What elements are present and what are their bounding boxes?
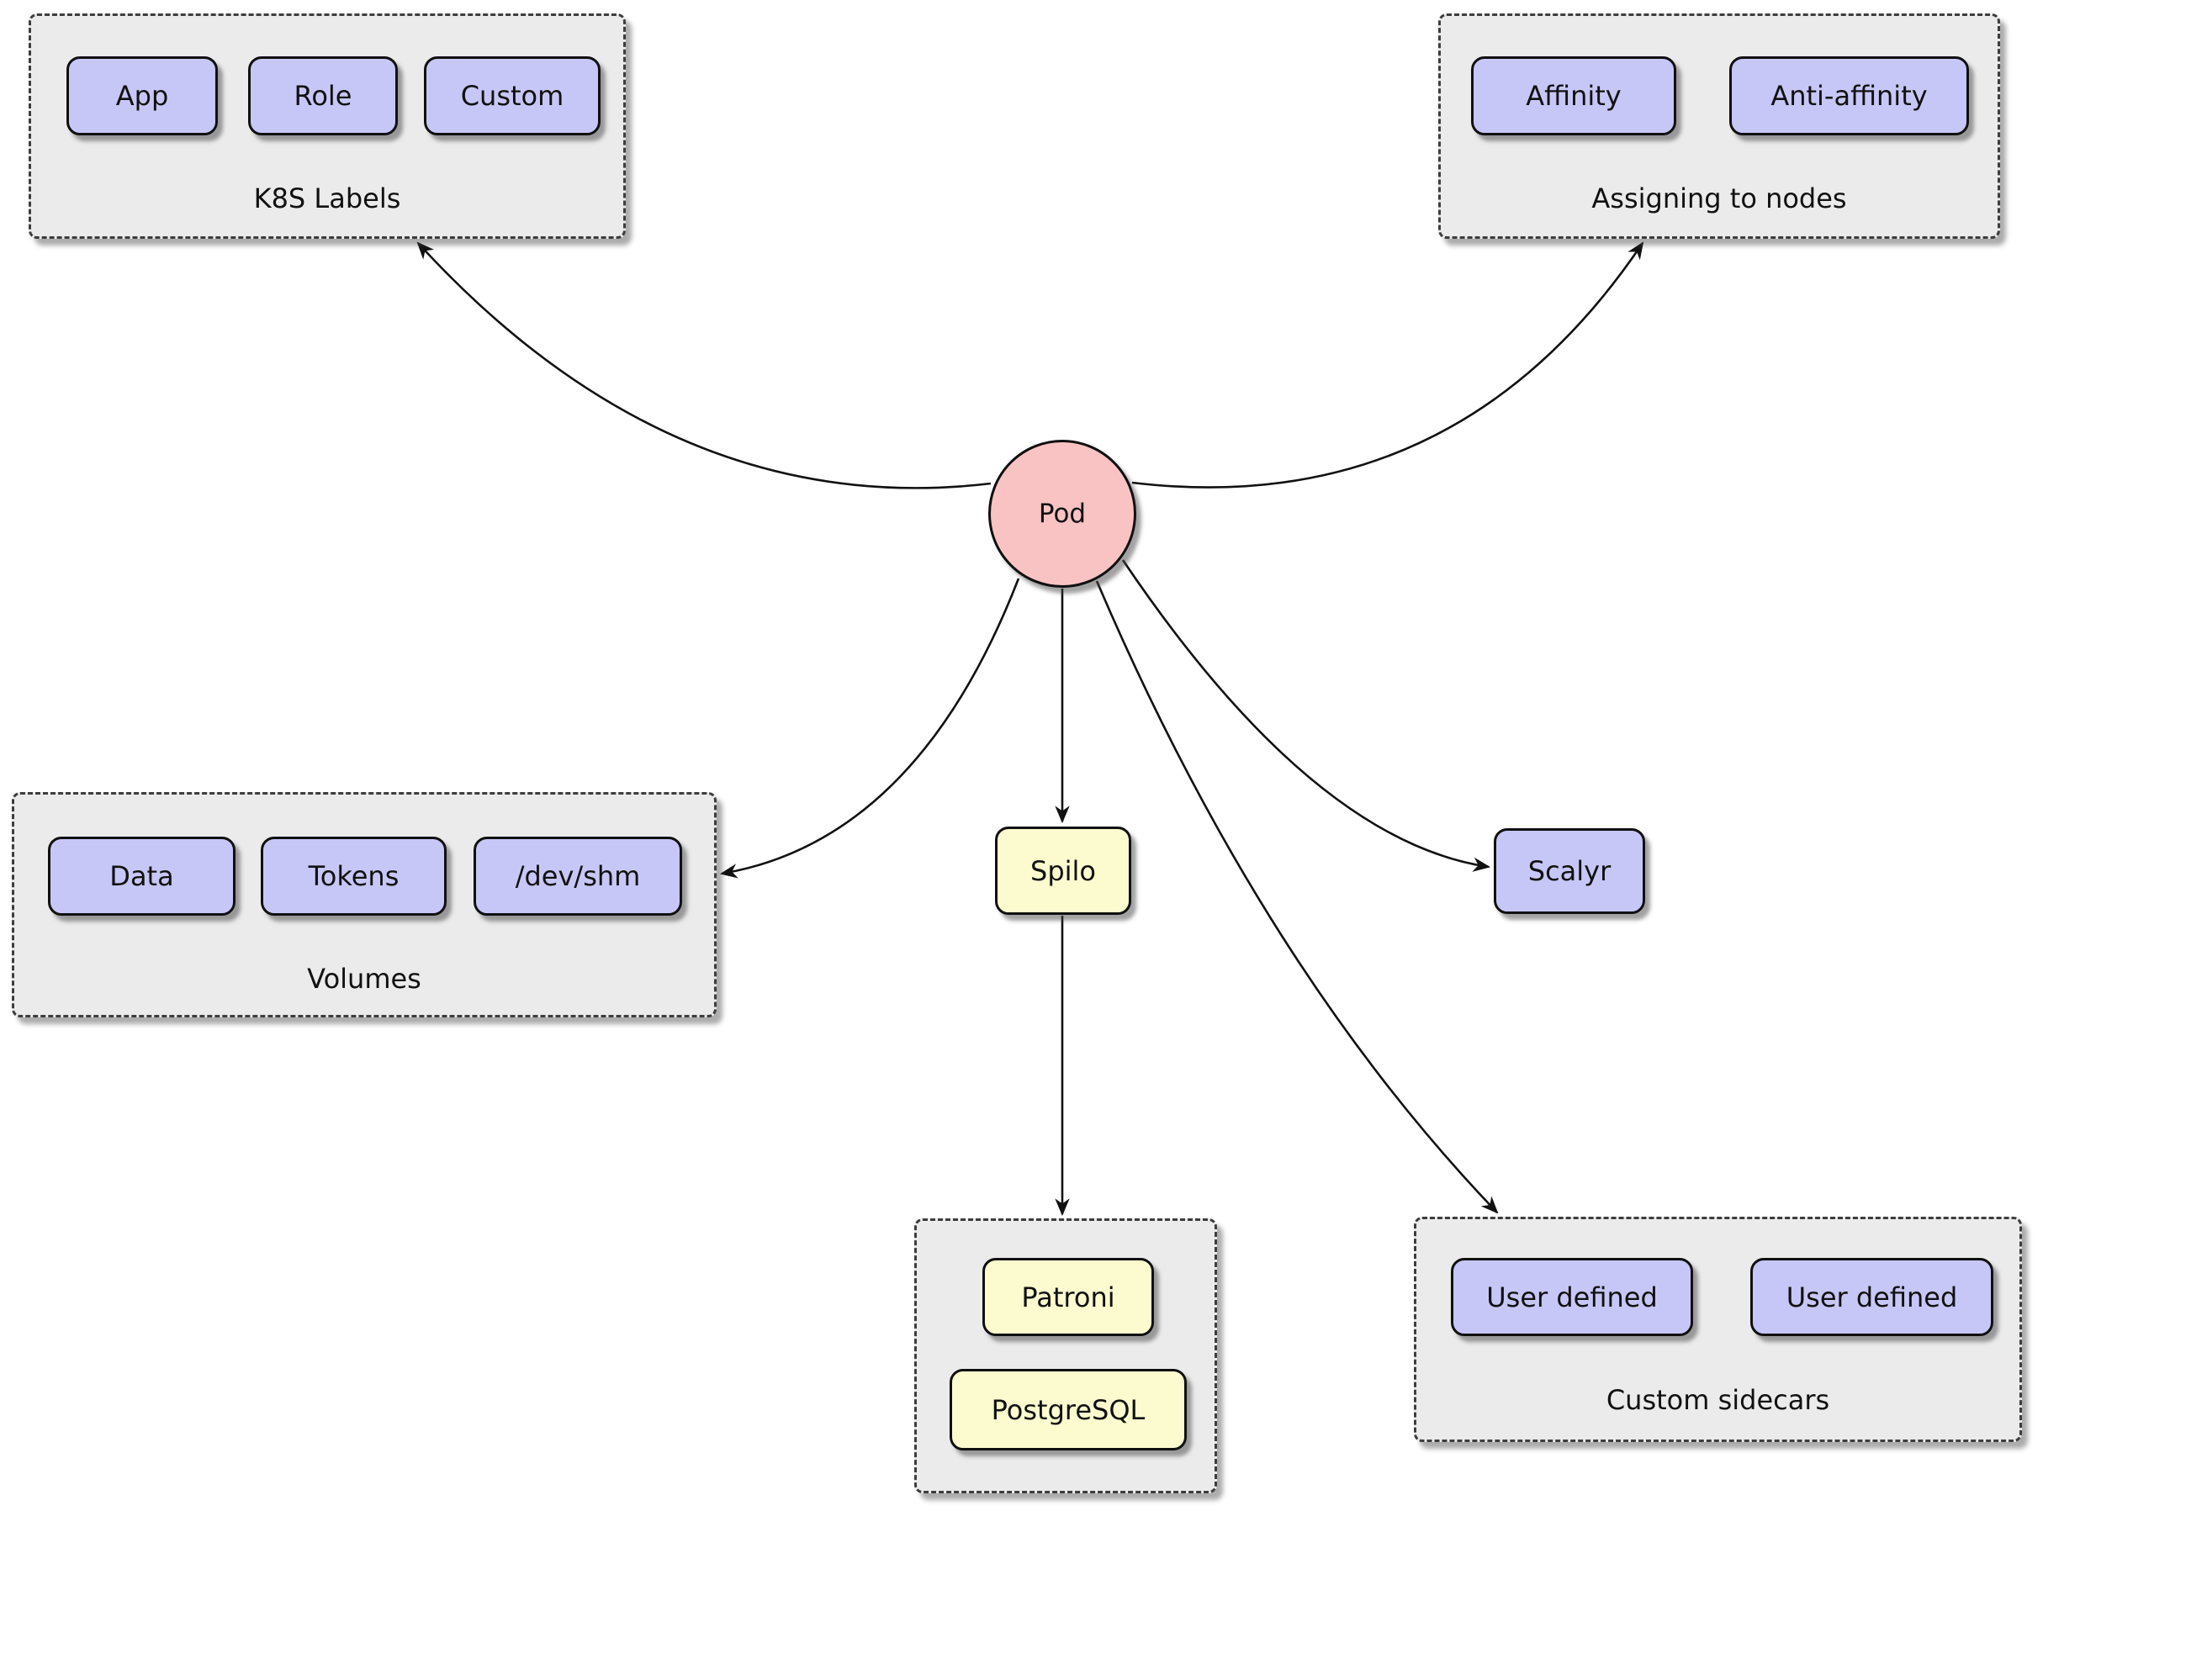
node-user-defined-2: User defined bbox=[1750, 1258, 1993, 1336]
edge-pod-to-custom-sidecars bbox=[1095, 580, 1499, 1214]
node-tokens: Tokens bbox=[261, 837, 447, 916]
node-role: Role bbox=[248, 56, 398, 135]
group-spilo-stack: Patroni PostgreSQL bbox=[914, 1218, 1217, 1493]
node-affinity: Affinity bbox=[1471, 56, 1676, 135]
node-user-defined-1: User defined bbox=[1451, 1258, 1693, 1336]
group-volumes: Data Tokens /dev/shm Volumes bbox=[12, 792, 717, 1017]
group-assigning-to-nodes: Affinity Anti-affinity Assigning to node… bbox=[1438, 13, 2000, 239]
group-custom-sidecars: User defined User defined Custom sidecar… bbox=[1414, 1217, 2022, 1442]
edge-pod-to-scalyr bbox=[1121, 559, 1491, 872]
group-custom-sidecars-title: Custom sidecars bbox=[1606, 1384, 1830, 1416]
edge-pod-to-volumes bbox=[719, 578, 1020, 879]
node-patroni: Patroni bbox=[982, 1258, 1154, 1336]
edge-pod-to-k8s-labels bbox=[416, 241, 992, 489]
node-postgresql: PostgreSQL bbox=[950, 1369, 1187, 1450]
node-anti-affinity: Anti-affinity bbox=[1729, 56, 1969, 135]
node-data: Data bbox=[48, 837, 236, 916]
edge-pod-to-assigning-to-nodes bbox=[1131, 241, 1644, 489]
node-dev-shm: /dev/shm bbox=[474, 837, 682, 916]
node-pod: Pod bbox=[988, 440, 1136, 588]
node-app: App bbox=[66, 56, 218, 135]
node-custom: Custom bbox=[424, 56, 601, 135]
node-spilo: Spilo bbox=[995, 827, 1131, 915]
node-scalyr: Scalyr bbox=[1494, 828, 1645, 914]
group-volumes-title: Volumes bbox=[307, 963, 421, 995]
group-k8s-labels: App Role Custom K8S Labels bbox=[29, 13, 626, 239]
group-assigning-to-nodes-title: Assigning to nodes bbox=[1591, 182, 1847, 214]
group-k8s-labels-title: K8S Labels bbox=[253, 182, 401, 214]
